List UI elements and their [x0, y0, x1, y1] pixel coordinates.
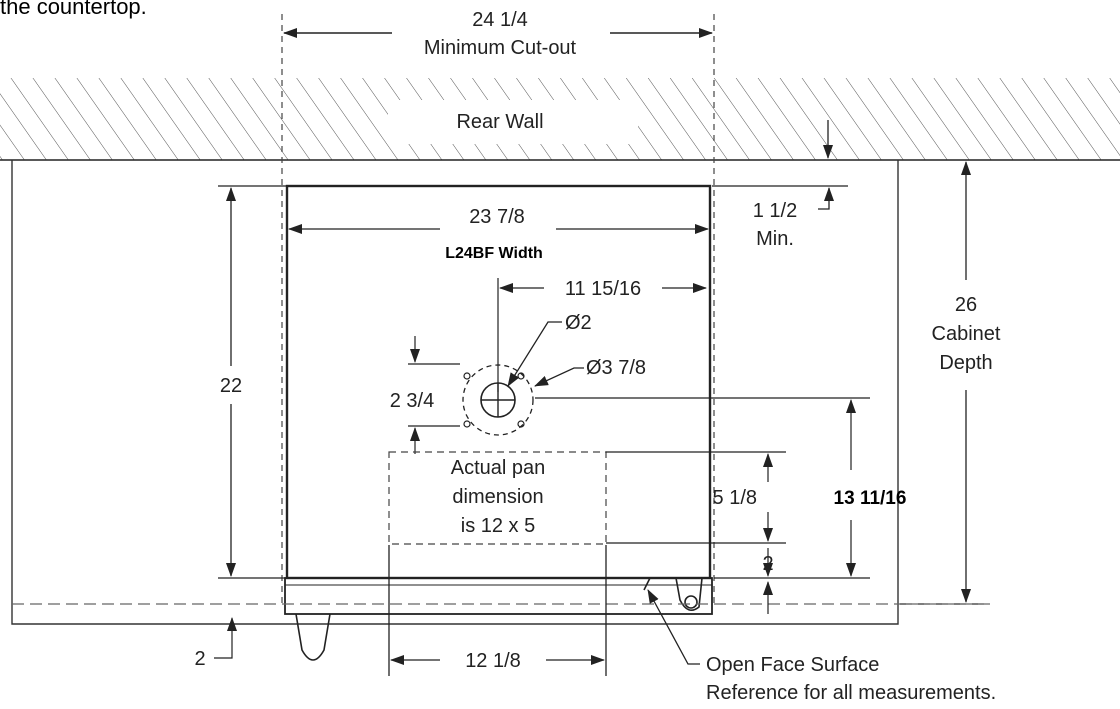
- cutout-extension-lines: [281, 14, 715, 608]
- center-offset-dimension: [497, 278, 707, 392]
- unit-width-value: 23 7/8: [469, 206, 525, 228]
- drain-vertical-dimension: [408, 336, 460, 454]
- pan-note-line-1: Actual pan: [451, 457, 546, 479]
- unit-depth-value: 22: [220, 375, 242, 397]
- front-offset-dimension: [214, 617, 237, 659]
- drain-flange-outline: [462, 364, 534, 436]
- pan-front-gap-value: 2: [762, 553, 773, 575]
- front-panel: [284, 577, 713, 615]
- front-offset-value: 2: [194, 648, 205, 670]
- pan-depth-value: 5 1/8: [713, 487, 757, 509]
- cabinet-outline: [11, 160, 899, 625]
- center-offset-value: 11 15/16: [565, 278, 641, 300]
- drain-vertical-value: 2 3/4: [390, 390, 434, 412]
- rear-clearance-dimension: [712, 120, 848, 210]
- drain-to-front-value: 13 11/16: [834, 488, 907, 509]
- unit-depth-dimension: [218, 185, 286, 579]
- rear-clearance-value: 1 1/2: [753, 200, 797, 222]
- rear-clearance-label: Min.: [756, 228, 794, 250]
- pan-outline: [388, 451, 607, 545]
- cutout-label: Minimum Cut-out: [424, 37, 577, 59]
- cabinet-depth-label-1: Cabinet: [932, 323, 1001, 345]
- reference-leader: [647, 589, 700, 665]
- pan-depth-dimension: [606, 451, 870, 614]
- reference-note-line-2: Reference for all measurements.: [706, 682, 996, 704]
- unit-width-label: L24BF Width: [445, 245, 543, 262]
- drain-to-front-dimension: [535, 397, 870, 577]
- leg: [295, 613, 331, 661]
- cutout-value: 24 1/4: [472, 9, 528, 31]
- pan-width-value: 12 1/8: [465, 650, 521, 672]
- cabinet-depth-label-2: Depth: [939, 352, 992, 374]
- wall-label: Rear Wall: [456, 111, 543, 133]
- diameter-leaders: [507, 321, 584, 387]
- cabinet-depth-value: 26: [955, 294, 977, 316]
- door-latch: [643, 577, 703, 612]
- drain-assembly: [462, 364, 534, 436]
- pan-note-line-2: dimension: [452, 486, 543, 508]
- pan-width-dimension: [388, 545, 607, 676]
- reference-note-line-1: Open Face Surface: [706, 654, 879, 676]
- wall-label-backdrop: [388, 100, 638, 144]
- intro-text: the countertop.: [0, 0, 147, 19]
- pan-note-line-3: is 12 x 5: [461, 515, 535, 537]
- flange-diameter-value: Ø3 7/8: [586, 357, 646, 379]
- rear-wall: [0, 78, 1120, 161]
- cabinet-depth-dimension: [900, 161, 990, 605]
- drain-diameter-value: Ø2: [565, 312, 592, 334]
